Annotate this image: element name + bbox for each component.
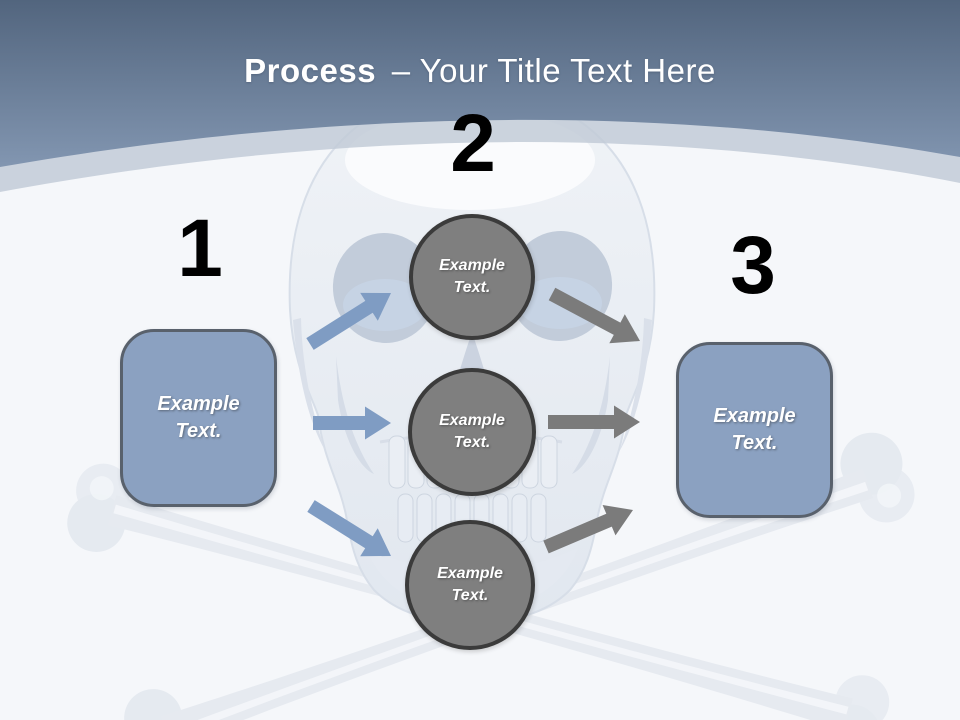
- title-emphasis: Process: [244, 52, 377, 89]
- step-number-1[interactable]: 1: [177, 203, 223, 294]
- arrow-box1-to-circle-top[interactable]: [306, 292, 391, 350]
- arrow-box1-to-circle-bottom[interactable]: [307, 500, 391, 557]
- step-number-3[interactable]: 3: [730, 220, 776, 311]
- circle-step-2-bottom-label: Example Text.: [437, 565, 503, 604]
- circle-step-2-top[interactable]: Example Text.: [409, 214, 535, 340]
- box-step-3-label: Example Text.: [713, 405, 796, 454]
- arrow-box1-to-circle-middle[interactable]: [313, 406, 391, 440]
- arrow-circle-top-to-box3[interactable]: [548, 287, 640, 344]
- circle-step-2-top-label: Example Text.: [439, 257, 505, 296]
- box-step-3[interactable]: Example Text.: [676, 342, 833, 518]
- box-step-1[interactable]: Example Text.: [120, 329, 277, 507]
- step-number-2[interactable]: 2: [450, 98, 496, 189]
- title-rest: – Your Title Text Here: [391, 52, 716, 89]
- slide-title[interactable]: Process – Your Title Text Here: [0, 52, 960, 90]
- arrow-circle-bottom-to-box3[interactable]: [543, 505, 633, 554]
- circle-step-2-middle[interactable]: Example Text.: [408, 368, 536, 496]
- circle-step-2-middle-label: Example Text.: [439, 412, 505, 451]
- header-band: [0, 0, 960, 192]
- box-step-1-label: Example Text.: [157, 393, 240, 442]
- arrow-circle-middle-to-box3[interactable]: [548, 405, 640, 439]
- circle-step-2-bottom[interactable]: Example Text.: [405, 520, 535, 650]
